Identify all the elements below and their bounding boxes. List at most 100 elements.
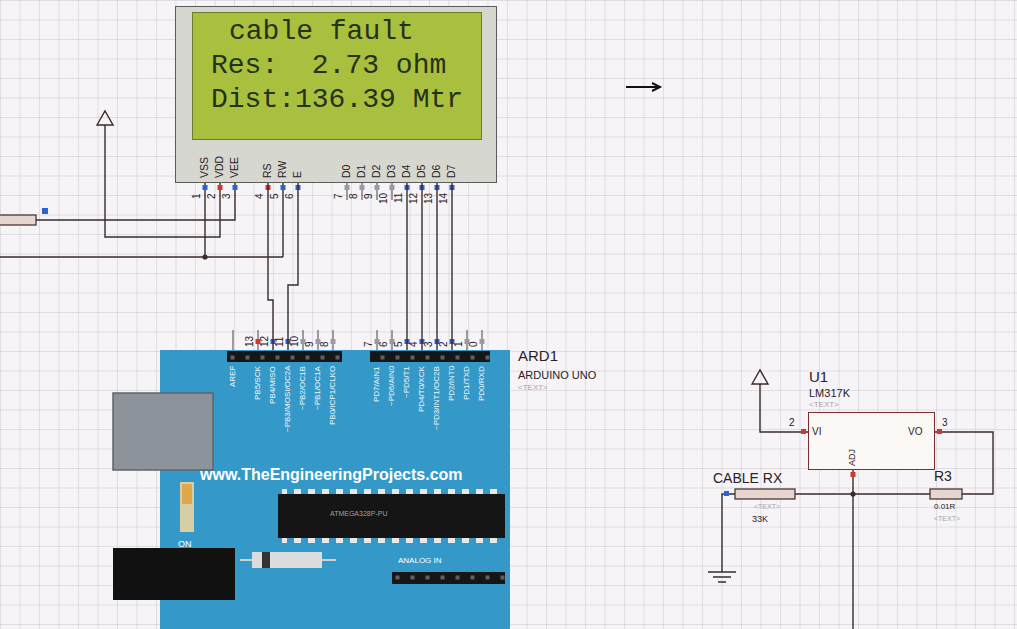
lcd-pin-name: RW [277,161,289,178]
pin-header [370,351,490,362]
lcd-pin-number: 11 [393,193,404,203]
wire [760,384,808,432]
arduino-pin-name: PB4/MISO [269,366,278,404]
lcd-line: Dist:136.39 Mtr [211,85,463,116]
pin-marker [851,472,856,477]
pin-header [227,351,342,362]
lcd-pin-name: VSS [199,157,211,178]
arduino-pin-number: 7 [363,341,374,347]
chip-marking: ATMEGA328P-PU [330,510,387,518]
arduino-pin-number: 13 [244,336,255,347]
chip-pins [282,489,502,494]
arduino-pin-name: ~PB2/OC1B [299,366,308,410]
resistor-symbol [0,215,36,225]
regulator-box: U1LM317K<TEXT> [808,412,935,470]
wire [935,432,993,494]
power-terminal [97,111,113,125]
junction-dot [850,491,855,496]
text-placeholder: <TEXT> [754,503,780,511]
lcd-pin-number: 12 [408,193,419,204]
arduino-pin-number: 3 [423,341,434,347]
part-reference: CABLE RX [713,471,782,486]
lcd-line: cable fault [229,17,414,48]
arduino-pin-number: 9 [304,341,315,347]
diode-band [262,552,270,568]
lcd-pin-name: RS [262,163,274,178]
arduino-pin-name: PD1/TXD [463,366,472,400]
wire [451,183,452,350]
arduino-pin-name: ~PD5/T1 [403,366,412,398]
pin-marker [801,429,806,434]
lcd-pin-number: 9 [363,193,374,199]
lcd-pin-number: 14 [438,193,449,204]
ground-symbol [708,572,736,582]
arduino-pin-number: 6 [378,341,389,347]
mouse-pointer [626,83,660,91]
pin-marker [375,185,380,190]
wire [722,494,735,572]
lcd-pin-number: 7 [333,193,344,199]
power-jack [113,548,235,600]
arduino-pin-number: 4 [408,341,419,347]
part-value: LM317K [809,387,850,399]
lcd-pin-name: E [292,171,304,178]
lcd-pin-name: D3 [386,165,398,178]
arduino-pin-name: ~PB1/OC1A [314,366,323,410]
wire [436,183,437,350]
chip-pins [282,538,502,543]
part-value: ARDUINO UNO [518,369,596,381]
power-terminal [752,370,768,384]
microcontroller-chip [278,494,505,538]
arduino-pin-number: 11 [274,337,285,347]
text-placeholder: <TEXT> [934,515,960,523]
pin-marker [233,185,238,190]
wire [36,183,235,220]
arduino-pin-number: 1 [453,341,464,347]
part-reference: U1 [809,369,828,386]
part-value: 0.01R [934,503,955,512]
arduino-pin-name: AREF [229,366,238,387]
lcd-pin-number: 13 [423,193,434,204]
pin-marker [331,339,336,344]
pin-marker [360,185,365,190]
lcd-line: Res: 2.73 ohm [211,51,446,82]
lcd-pin-number: 8 [348,193,359,199]
pin-stub [233,330,482,350]
text-placeholder: <TEXT> [518,384,548,393]
resistor-symbol [735,489,795,499]
pin-header [392,572,505,584]
lcd-pin-name: D6 [431,165,443,178]
pin-marker [218,185,223,190]
pin-marker [281,185,286,190]
lcd-pin-number: 3 [221,193,232,199]
power-switch [182,484,192,504]
lcd-pin-name: D1 [356,165,368,178]
wire [406,183,407,350]
pin-header [392,572,505,584]
arduino-pin-number: 5 [393,341,404,347]
pin-number: 2 [789,417,795,428]
wire [795,493,930,494]
lcd-pin-name: D4 [401,165,413,178]
wire [0,256,283,257]
pin-header [370,351,490,362]
pin-marker [42,208,48,214]
diode-symbol [252,552,322,568]
pin-number: 3 [942,417,948,428]
pin-marker [203,185,208,190]
arduino-pin-number: 0 [468,341,479,347]
website-text: www.TheEngineeringProjects.com [200,466,463,484]
lcd-pin-name: VEE [229,157,241,178]
switch-label: ON [178,540,192,550]
arduino-pin-number: 8 [319,341,330,347]
part-value: 33K [752,515,768,525]
wire [288,183,298,350]
usb-connector [113,393,213,470]
wire [421,183,422,350]
regulator-pin-name: VO [908,426,922,437]
junction-dot [202,254,207,259]
lcd-pin-number: 1 [191,193,202,199]
